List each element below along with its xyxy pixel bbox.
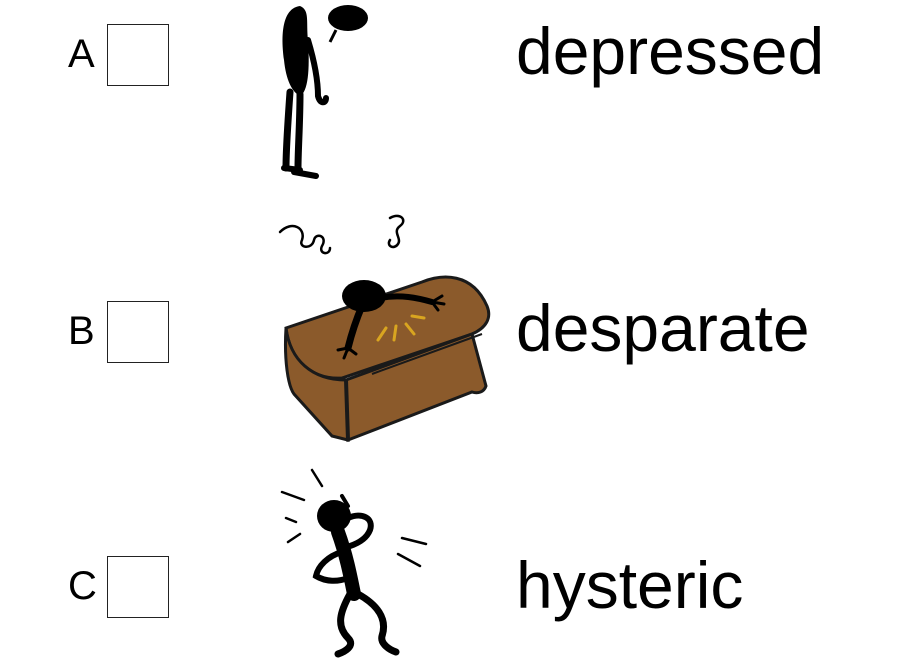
slumped-figure-icon bbox=[270, 0, 380, 185]
option-letter-b: B bbox=[68, 309, 95, 353]
option-letter-c: C bbox=[68, 564, 97, 608]
option-checkbox-a[interactable] bbox=[107, 24, 169, 86]
hysterical-figure-icon bbox=[278, 466, 438, 660]
figure-on-desk-icon bbox=[272, 210, 502, 450]
option-word-a: depressed bbox=[516, 14, 825, 88]
option-letter-a: A bbox=[68, 32, 95, 76]
option-checkbox-c[interactable] bbox=[107, 556, 169, 618]
option-word-c: hysteric bbox=[516, 548, 744, 622]
option-word-b: desparate bbox=[516, 291, 810, 365]
option-checkbox-b[interactable] bbox=[107, 301, 169, 363]
